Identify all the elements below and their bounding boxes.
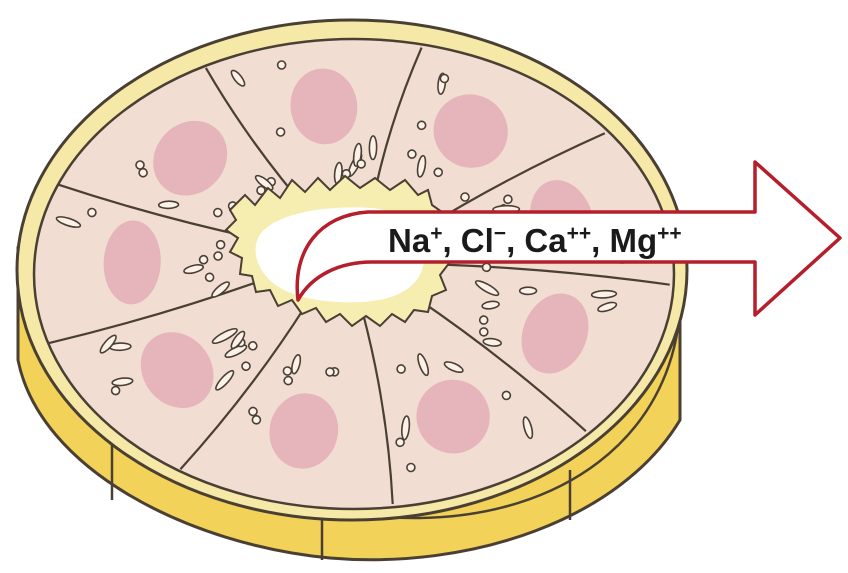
vesicle [283,366,292,375]
vesicle [213,251,223,261]
mitochondrion [520,287,537,294]
ion-charge: ++ [657,222,682,245]
ion-charge: ++ [567,222,592,245]
mitochondrion [591,290,616,298]
ion-separator: , [506,222,524,259]
vesicle [482,263,490,271]
ion-separator: , [442,222,460,259]
vesicle [479,316,487,324]
ion-symbol: Mg [609,222,657,259]
vesicle [87,208,97,218]
ion-symbol: Cl [461,222,494,259]
vesicle [252,415,261,424]
ion-charge: − [494,222,506,245]
vesicle [199,255,208,264]
ion-charge: + [430,222,442,245]
mitochondrion [159,201,179,209]
vesicle [205,273,213,281]
ion-separator: , [591,222,609,259]
vesicle [396,438,404,446]
vesicle [480,328,488,336]
ion-symbol: Ca [524,222,567,259]
vesicle [406,463,416,473]
ion-symbol: Na [388,222,431,259]
mitochondrion [369,136,377,160]
vesicle [213,208,222,217]
